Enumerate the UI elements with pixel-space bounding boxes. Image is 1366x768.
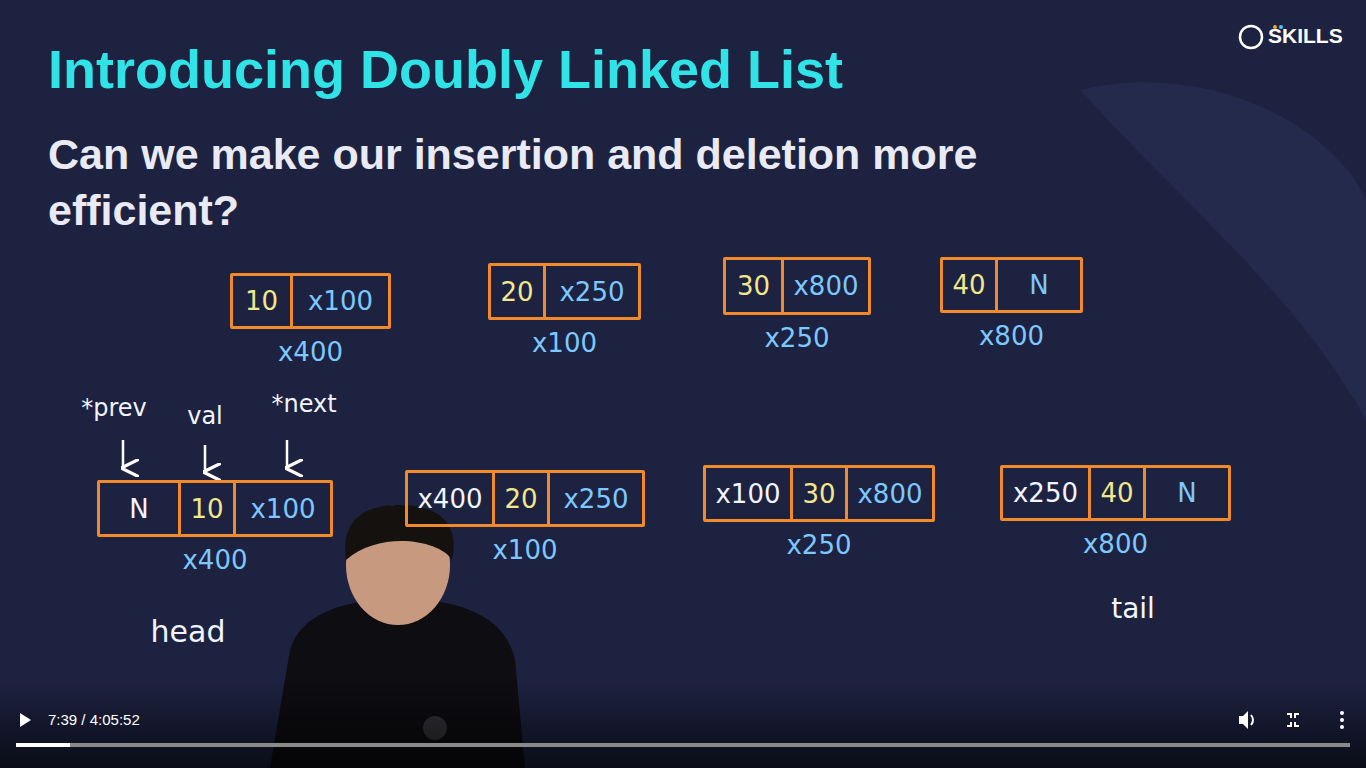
node-box: N 10 x100 xyxy=(97,480,333,537)
node-address: x100 xyxy=(488,328,641,358)
cell-value: x250 xyxy=(559,277,624,307)
cell-value: x250 xyxy=(563,484,628,514)
cell-value: N xyxy=(129,494,148,524)
progress-track xyxy=(16,743,1350,747)
node-cell: x250 xyxy=(547,473,642,524)
node-box: x400 20 x250 xyxy=(405,470,645,527)
node-address: x800 xyxy=(940,321,1083,351)
node-cell: 40 xyxy=(943,260,995,310)
progress-fill xyxy=(16,743,70,747)
cell-value: 30 xyxy=(737,271,770,301)
cell-value: x250 xyxy=(1013,478,1078,508)
cell-value: x400 xyxy=(417,484,482,514)
node-cell: x800 xyxy=(781,260,868,312)
node-cell: N xyxy=(1143,468,1228,518)
volume-icon xyxy=(1239,711,1253,729)
cell-value: 40 xyxy=(1100,478,1133,508)
node-box: 20 x250 xyxy=(488,263,641,320)
controls-shade xyxy=(0,680,1366,768)
node-box: 10 x100 xyxy=(230,273,391,329)
list-node: 20 x250 x100 xyxy=(488,263,641,358)
cell-value: N xyxy=(1029,270,1048,300)
node-cell: x250 xyxy=(543,266,638,317)
node-address: x250 xyxy=(723,323,871,353)
node-cell: x400 xyxy=(408,473,492,524)
menu-icon xyxy=(1340,711,1344,729)
node-cell: 20 xyxy=(491,266,543,317)
leader-arrow xyxy=(286,440,289,468)
cell-value: x800 xyxy=(857,479,922,509)
field-label: val xyxy=(187,402,223,430)
faded-logo xyxy=(1080,82,1366,420)
node-address: x400 xyxy=(230,337,391,367)
list-node: N 10 x100 x400 xyxy=(97,480,333,575)
logo-text: SKILLS xyxy=(1268,24,1343,48)
leader-arrow xyxy=(122,440,125,468)
cell-value: x800 xyxy=(793,271,858,301)
node-address: x100 xyxy=(405,535,645,565)
logo-icon xyxy=(1240,26,1262,48)
fullscreen-icon xyxy=(1287,714,1299,726)
cell-value: x100 xyxy=(715,479,780,509)
pointer-label: tail xyxy=(1111,592,1155,625)
node-box: 40 N xyxy=(940,257,1083,313)
node-address: x250 xyxy=(703,530,935,560)
cell-value: 40 xyxy=(952,270,985,300)
node-box: x100 30 x800 xyxy=(703,465,935,522)
node-box: x250 40 N xyxy=(1000,465,1231,521)
cell-value: N xyxy=(1177,478,1196,508)
pointer-label: head xyxy=(151,614,226,649)
list-node: 40 Nx800 xyxy=(940,257,1083,351)
node-cell: x250 xyxy=(1003,468,1088,518)
node-cell: 10 xyxy=(178,483,233,534)
node-cell: x100 xyxy=(233,483,330,534)
slide-title: Introducing Doubly Linked List xyxy=(48,38,843,100)
cell-value: x100 xyxy=(250,494,315,524)
list-node: x250 40 Nx800 xyxy=(1000,465,1231,559)
node-cell: x100 xyxy=(706,468,790,519)
video-time: 7:39 / 4:05:52 xyxy=(48,711,140,728)
subtitle: Can we make our insertion and deletion m… xyxy=(48,126,1158,238)
node-cell: 40 xyxy=(1088,468,1143,518)
list-node: x100 30 x800 x250 xyxy=(703,465,935,560)
cell-value: 20 xyxy=(500,277,533,307)
field-label: *prev xyxy=(81,394,147,422)
list-node: x400 20 x250 x100 xyxy=(405,470,645,565)
node-cell: 30 xyxy=(726,260,781,312)
field-label: *next xyxy=(271,390,336,418)
cell-value: 30 xyxy=(802,479,835,509)
node-address: x400 xyxy=(97,545,333,575)
node-cell: 20 xyxy=(492,473,547,524)
cell-value: 20 xyxy=(504,484,537,514)
cell-value: 10 xyxy=(190,494,223,524)
node-box: 30 x800 xyxy=(723,257,871,315)
node-cell: 10 xyxy=(233,276,290,326)
list-node: 10 x100 x400 xyxy=(230,273,391,367)
node-cell: x800 xyxy=(845,468,932,519)
list-node: 30 x800 x250 xyxy=(723,257,871,353)
leader-arrow xyxy=(204,445,207,472)
node-cell: 30 xyxy=(790,468,845,519)
cell-value: x100 xyxy=(308,286,373,316)
node-cell: x100 xyxy=(290,276,388,326)
node-cell: N xyxy=(100,483,178,534)
play-icon xyxy=(20,713,31,727)
node-cell: N xyxy=(995,260,1080,310)
node-address: x800 xyxy=(1000,529,1231,559)
cell-value: 10 xyxy=(245,286,278,316)
